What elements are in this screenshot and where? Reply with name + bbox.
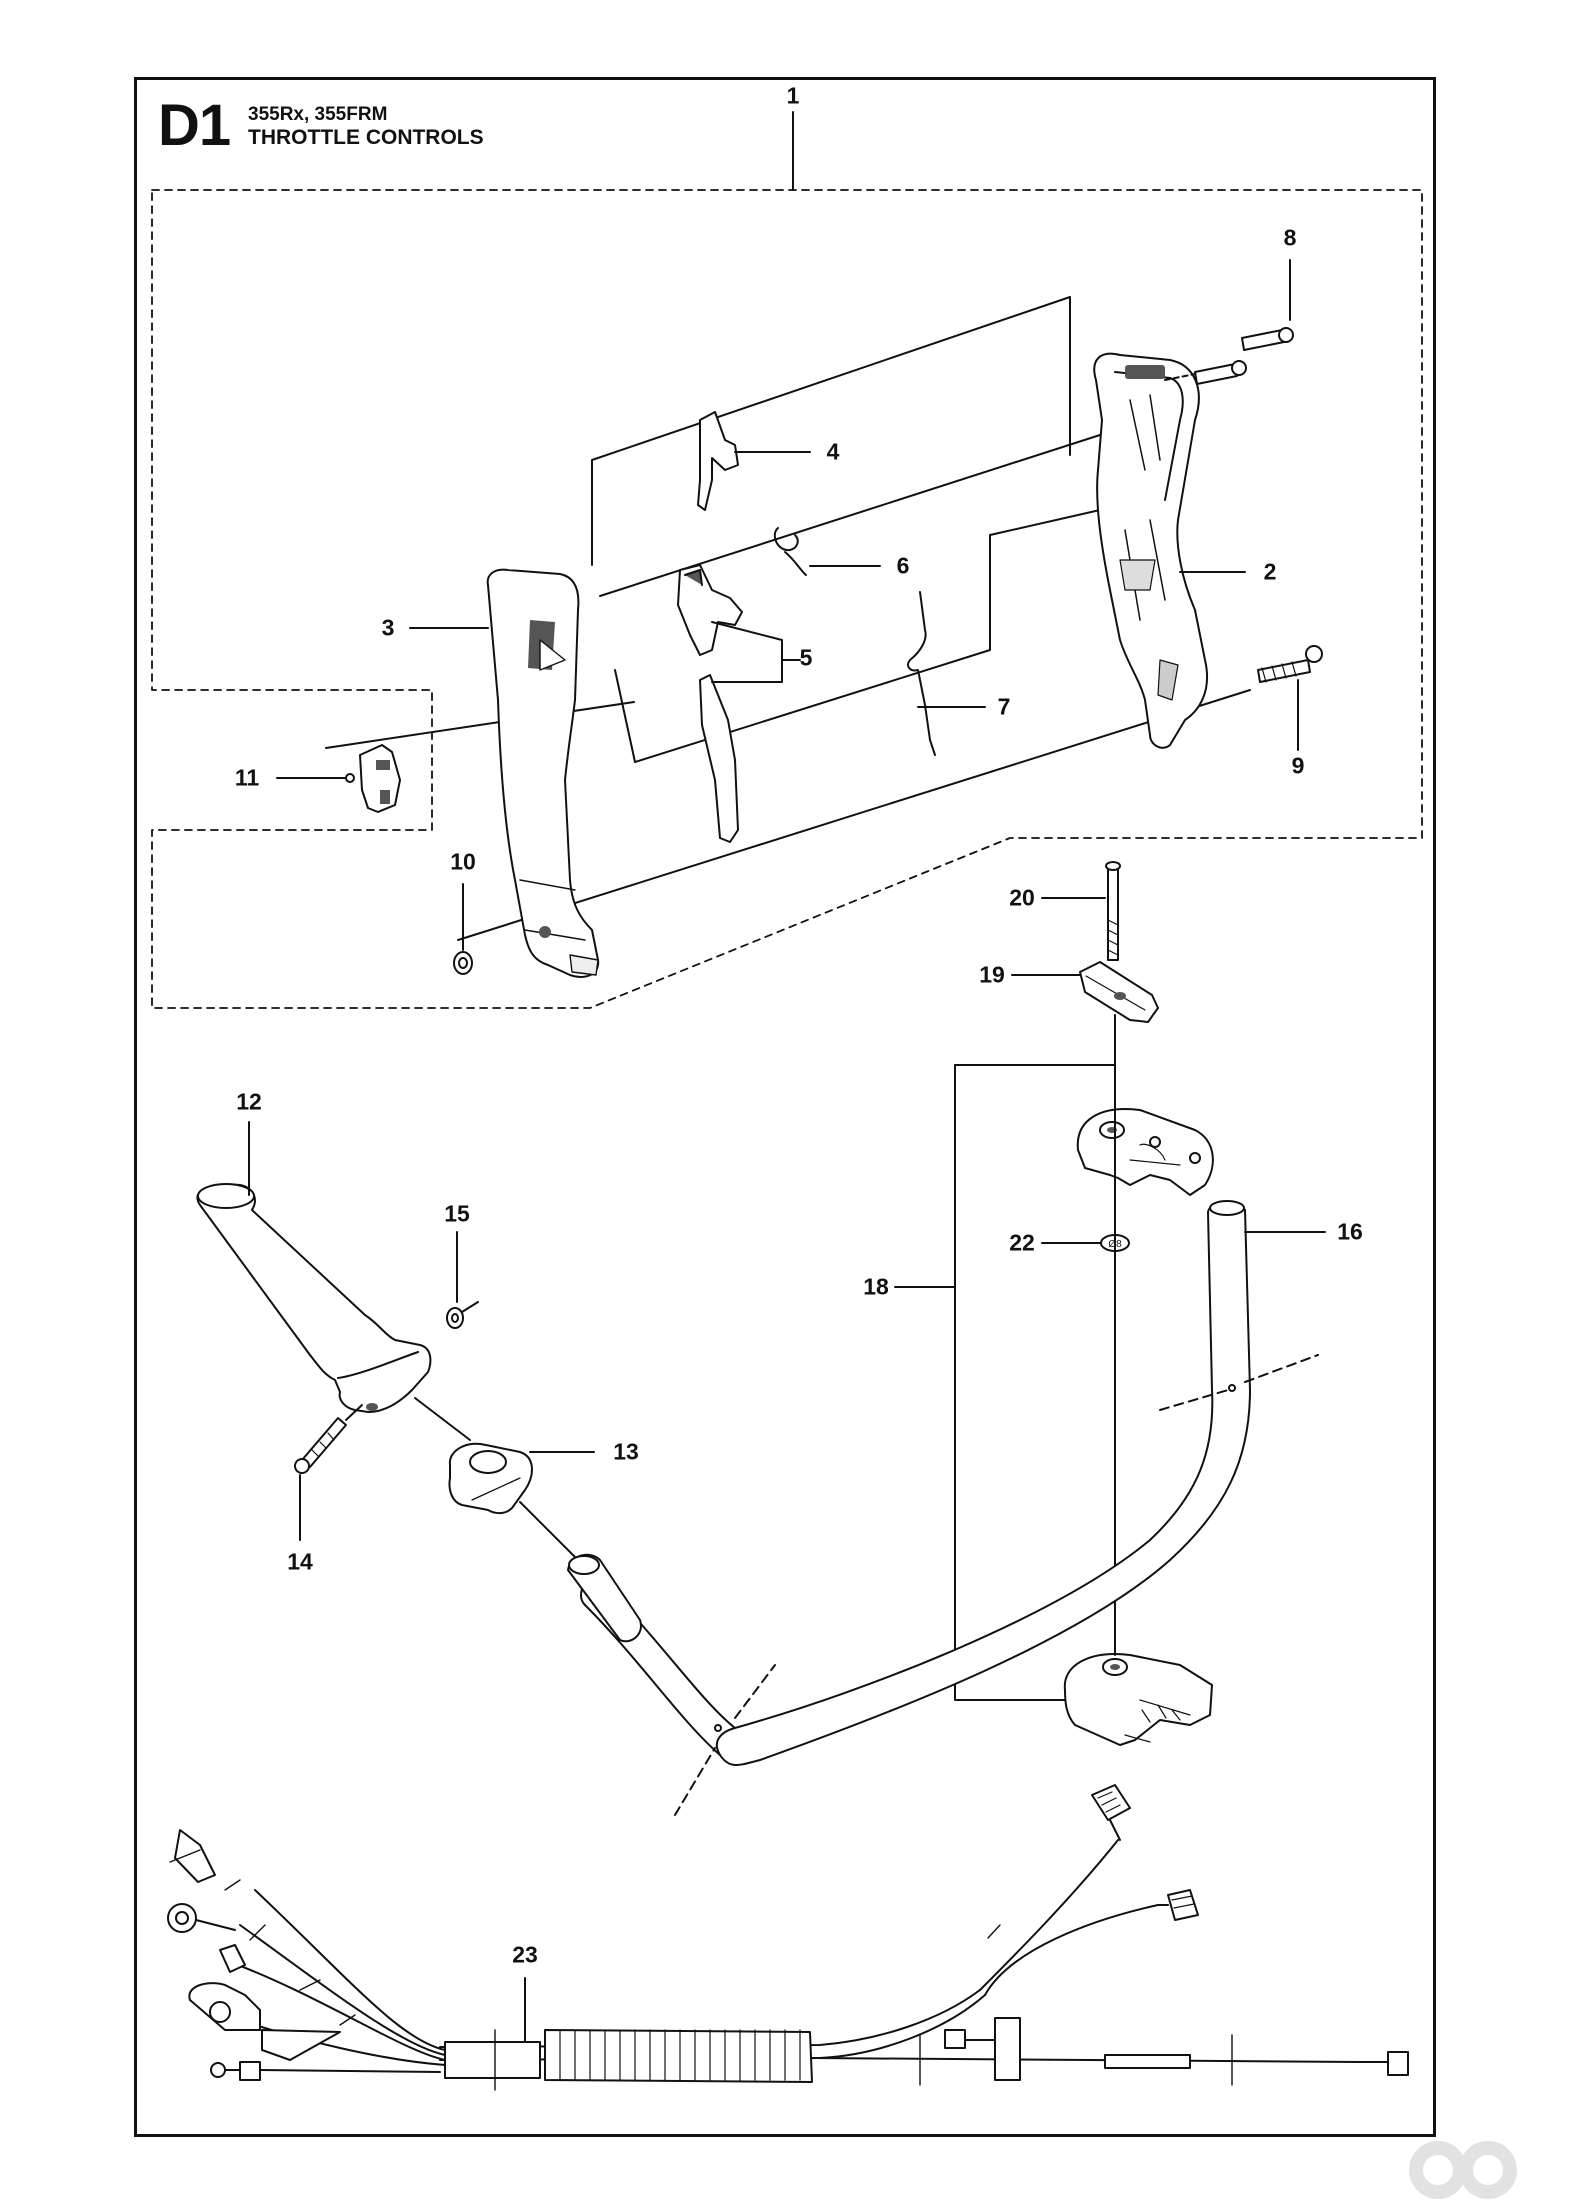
part-19-plate bbox=[1079, 961, 1159, 1023]
callout-1: 1 bbox=[786, 82, 800, 109]
callout-8: 8 bbox=[1283, 224, 1297, 251]
part-15-nut bbox=[446, 1307, 464, 1329]
callout-15: 15 bbox=[444, 1200, 470, 1227]
axis-handle-lower bbox=[614, 669, 636, 763]
part-12-grip bbox=[196, 1183, 432, 1413]
axis-line-lower bbox=[634, 509, 1101, 763]
callout-7: 7 bbox=[997, 693, 1011, 720]
part-7-wire bbox=[907, 591, 936, 756]
part-18-clamp-lower bbox=[1063, 1653, 1213, 1746]
callout-23: 23 bbox=[512, 1941, 538, 1968]
part-11-switch bbox=[345, 744, 401, 813]
handlebar-axis-dashes bbox=[674, 1354, 1319, 1816]
axis-line-bottom bbox=[325, 689, 1251, 941]
callout-13: 13 bbox=[613, 1438, 639, 1465]
part-13-housing bbox=[448, 1442, 533, 1515]
callout-3: 3 bbox=[381, 614, 395, 641]
callout-19: 19 bbox=[979, 961, 1005, 988]
callout-5: 5 bbox=[799, 644, 813, 671]
callout-12: 12 bbox=[236, 1088, 262, 1115]
diagram-title: THROTTLE CONTROLS bbox=[248, 126, 484, 149]
callout-6: 6 bbox=[896, 552, 910, 579]
part-9-screw bbox=[1257, 645, 1323, 683]
callout-9: 9 bbox=[1291, 752, 1305, 779]
part-3-handle-half bbox=[486, 568, 600, 978]
part-14-screw bbox=[294, 1404, 363, 1474]
callout-16: 16 bbox=[1337, 1218, 1363, 1245]
callout-2: 2 bbox=[1263, 558, 1277, 585]
part-6-spring bbox=[773, 527, 807, 576]
part-18-clamp-upper bbox=[1076, 1108, 1214, 1196]
model-list: 355Rx, 355FRM bbox=[248, 104, 388, 125]
part-4-lever bbox=[697, 411, 739, 511]
leader-5 bbox=[711, 621, 801, 683]
watermark-logo bbox=[1409, 2141, 1517, 2199]
callout-10: 10 bbox=[450, 848, 476, 875]
part-2-handle-half bbox=[1093, 352, 1209, 749]
part-5-trigger bbox=[677, 564, 743, 843]
part-8-screws bbox=[1164, 327, 1294, 385]
diagram-frame bbox=[134, 77, 1436, 2137]
part-23-harness bbox=[167, 1784, 1409, 2091]
axis-line-top bbox=[591, 296, 1071, 566]
callout-20: 20 bbox=[1009, 884, 1035, 911]
callout-18: 18 bbox=[863, 1273, 889, 1300]
part-10-nut bbox=[453, 951, 473, 975]
callout-11: 11 bbox=[234, 764, 260, 791]
grip-axis-line bbox=[414, 1397, 471, 1441]
assembly-1-dashed-boundary bbox=[151, 189, 1423, 1009]
axis-line-mid bbox=[599, 434, 1101, 597]
leader-18 bbox=[894, 1014, 1116, 1701]
handlebar-end-tube bbox=[567, 1553, 642, 1643]
section-code: D1 bbox=[158, 93, 231, 158]
callout-14: 14 bbox=[287, 1548, 313, 1575]
callout-22: 22 bbox=[1009, 1229, 1035, 1256]
part-20-bolt bbox=[1105, 861, 1121, 961]
callout-4: 4 bbox=[826, 438, 840, 465]
housing-axis-line bbox=[519, 1501, 579, 1561]
leader-15 bbox=[456, 1231, 479, 1313]
